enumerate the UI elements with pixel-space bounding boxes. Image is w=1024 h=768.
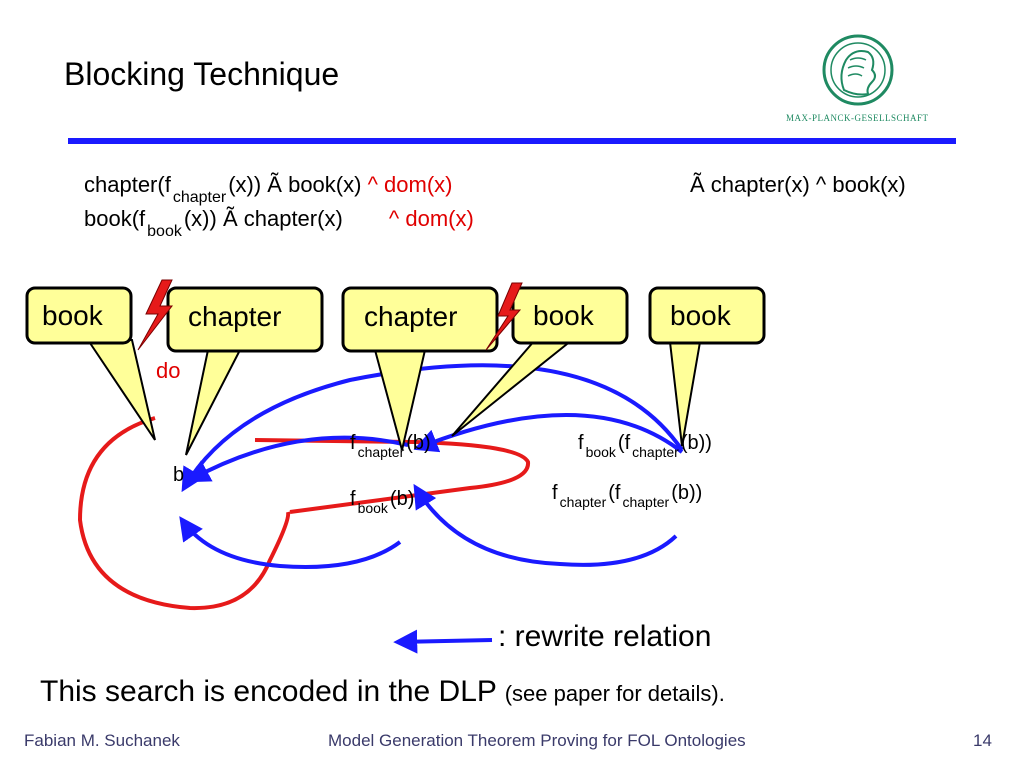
callout-box-5 xyxy=(648,286,766,345)
callout-tail-2 xyxy=(185,349,242,456)
legend-arrow xyxy=(393,629,493,654)
slide-title: Blocking Technique xyxy=(64,56,340,92)
legend-label: : rewrite relation xyxy=(498,620,712,653)
dom-fragment: do xyxy=(156,358,181,383)
lightning-icon xyxy=(485,282,523,351)
callout-label-chapter-1: chapter xyxy=(188,301,282,332)
red-loop-middle xyxy=(254,438,530,514)
footer-talk-title: Model Generation Theorem Proving for FOL… xyxy=(328,731,746,750)
callout-box-3 xyxy=(341,286,499,353)
title-rule xyxy=(68,138,956,144)
footer-page-number: 14 xyxy=(973,731,992,750)
footer-author: Fabian M. Suchanek xyxy=(24,731,180,750)
formula-line-1: chapter(fchapter(x)) Ã book(x) ^ dom(x) xyxy=(84,172,453,206)
callout-label-chapter-2: chapter xyxy=(364,301,458,332)
callout-label-book-2: book xyxy=(533,300,594,331)
max-planck-logo xyxy=(822,34,894,106)
logo-text: MAX-PLANCK-GESELLSCHAFT xyxy=(786,113,929,123)
callout-tail-5 xyxy=(668,341,702,447)
callout-tail-1 xyxy=(86,339,156,441)
lightning-icon xyxy=(137,279,174,351)
formula-line-2: book(fbook(x)) Ã chapter(x) ^ dom(x) xyxy=(84,206,474,240)
rewrite-arc-2 xyxy=(181,363,684,493)
rewrite-arc-1 xyxy=(185,435,409,483)
callout-label-book-3: book xyxy=(670,300,731,331)
red-loop-left xyxy=(77,416,291,611)
rewrite-arc-5 xyxy=(413,483,678,567)
callout-box-2 xyxy=(166,286,324,353)
term-b: b xyxy=(173,464,185,486)
callout-box-1 xyxy=(25,286,133,345)
summary-text: This search is encoded in the DLP (see p… xyxy=(40,675,725,708)
callout-label-book-1: book xyxy=(42,300,103,331)
formula-line-1-right: Ã chapter(x) ^ book(x) xyxy=(690,172,906,197)
rewrite-arc-3 xyxy=(413,413,684,454)
rewrite-arc-4 xyxy=(179,516,402,569)
